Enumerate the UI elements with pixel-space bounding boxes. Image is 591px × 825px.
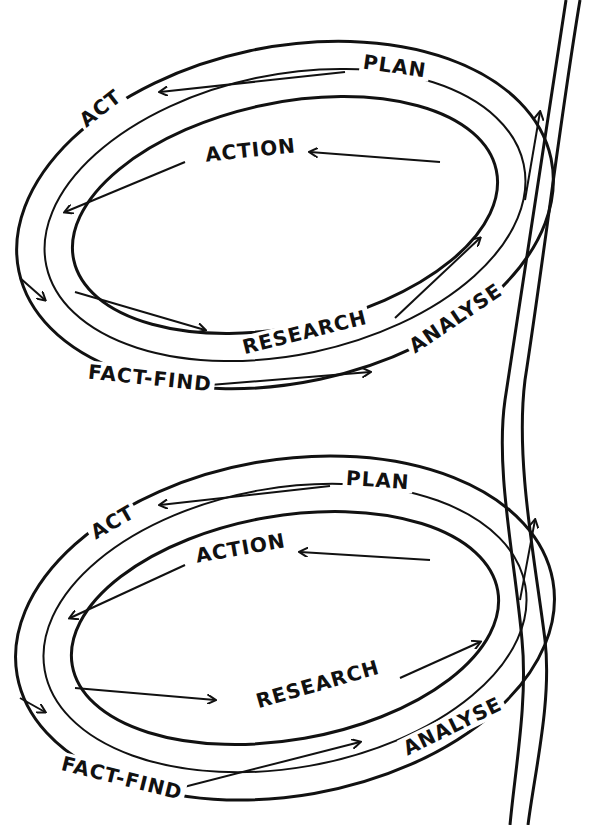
band-edge	[17, 27, 553, 402]
stage-label: RESEARCH	[238, 305, 373, 359]
flow-arrow	[180, 742, 360, 788]
flow-arrow	[400, 642, 480, 678]
flow-arrow	[160, 486, 330, 505]
flow-arrow	[20, 698, 45, 712]
band-edge	[50, 61, 519, 370]
band-edge	[20, 448, 549, 808]
flow-arrow	[65, 162, 185, 212]
band-edge	[0, 415, 582, 825]
stage-label: PLAN	[359, 50, 431, 81]
flow-arrow	[210, 372, 370, 385]
flow-arrow	[75, 292, 205, 330]
flow-arrow	[70, 565, 185, 618]
stage-label: ANALYSE	[402, 277, 508, 358]
flow-arrow	[300, 552, 430, 560]
band-edge	[0, 0, 586, 436]
stage-label: ACTION	[201, 134, 300, 166]
flow-arrow	[20, 278, 45, 300]
spiral-strand	[502, 0, 566, 825]
stage-label: RESEARCH	[251, 655, 385, 713]
flow-arrow	[525, 112, 540, 200]
band-edge	[53, 480, 517, 776]
spiral-strand	[522, 0, 580, 825]
flow-arrow	[310, 152, 440, 162]
stage-label: ACT	[72, 83, 127, 133]
flow-arrow	[75, 688, 215, 700]
stage-label: ACT	[84, 499, 141, 544]
stage-label: PLAN	[343, 467, 414, 494]
flow-arrow	[520, 520, 535, 600]
stage-label: FACT-FIND	[56, 752, 187, 805]
stage-label: FACT-FIND	[84, 360, 216, 395]
flow-arrow	[160, 72, 345, 92]
